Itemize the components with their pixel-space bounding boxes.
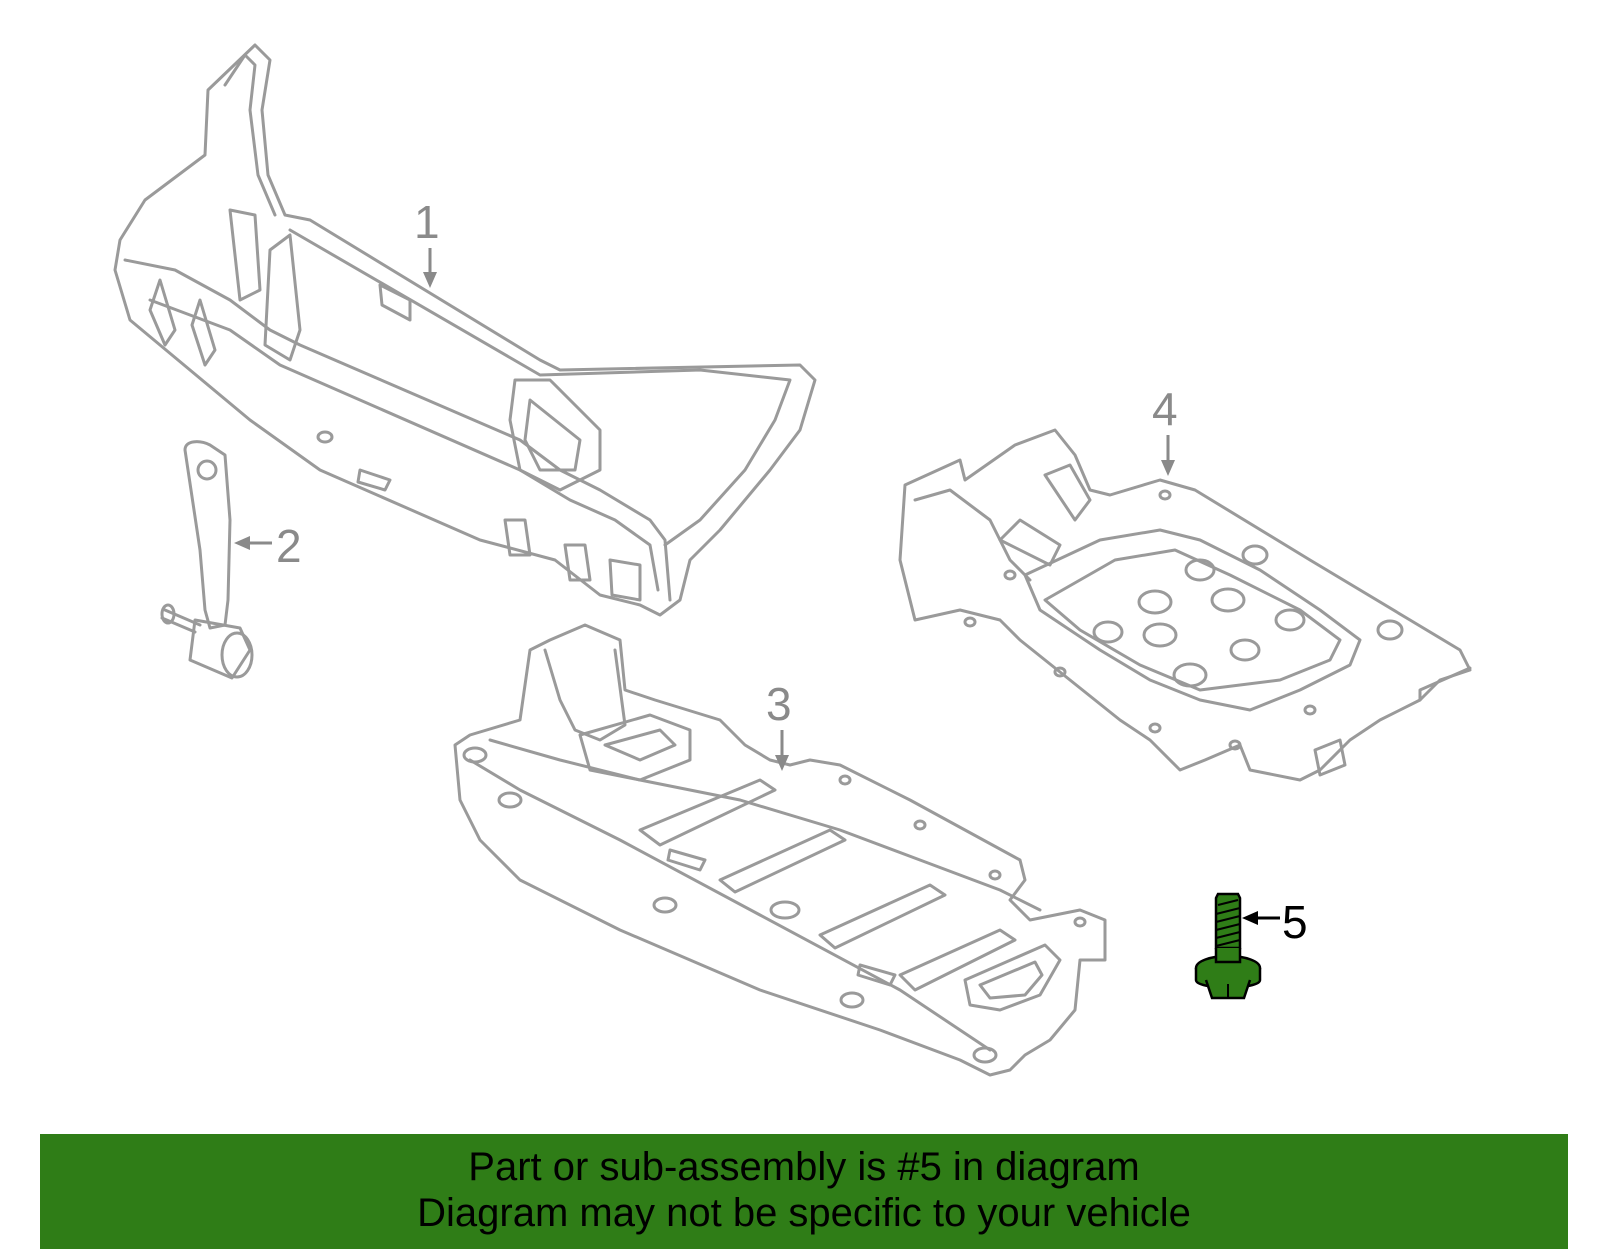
part-3-splash-shield[interactable]: [453, 623, 1107, 1077]
callout-2: 2: [234, 520, 302, 572]
part-5-bolt[interactable]: [1194, 892, 1262, 1000]
callout-5-label: 5: [1282, 896, 1308, 948]
banner-line-1: Part or sub-assembly is #5 in diagram: [468, 1145, 1140, 1189]
callout-1: 1: [414, 196, 440, 288]
part-4-skid-plate[interactable]: [898, 428, 1472, 782]
banner-line-2: Diagram may not be specific to your vehi…: [417, 1191, 1191, 1235]
callout-5: 5: [1242, 896, 1308, 948]
info-banner: Part or sub-assembly is #5 in diagram Di…: [40, 1134, 1568, 1249]
callout-1-label: 1: [414, 196, 440, 248]
callout-3-label: 3: [766, 678, 792, 730]
part-1-radiator-support[interactable]: [113, 43, 817, 617]
callout-4-label: 4: [1152, 383, 1178, 435]
part-2-bracket[interactable]: [160, 440, 254, 680]
callout-4: 4: [1152, 383, 1178, 476]
callout-3: 3: [766, 678, 792, 771]
callout-2-label: 2: [276, 520, 302, 572]
